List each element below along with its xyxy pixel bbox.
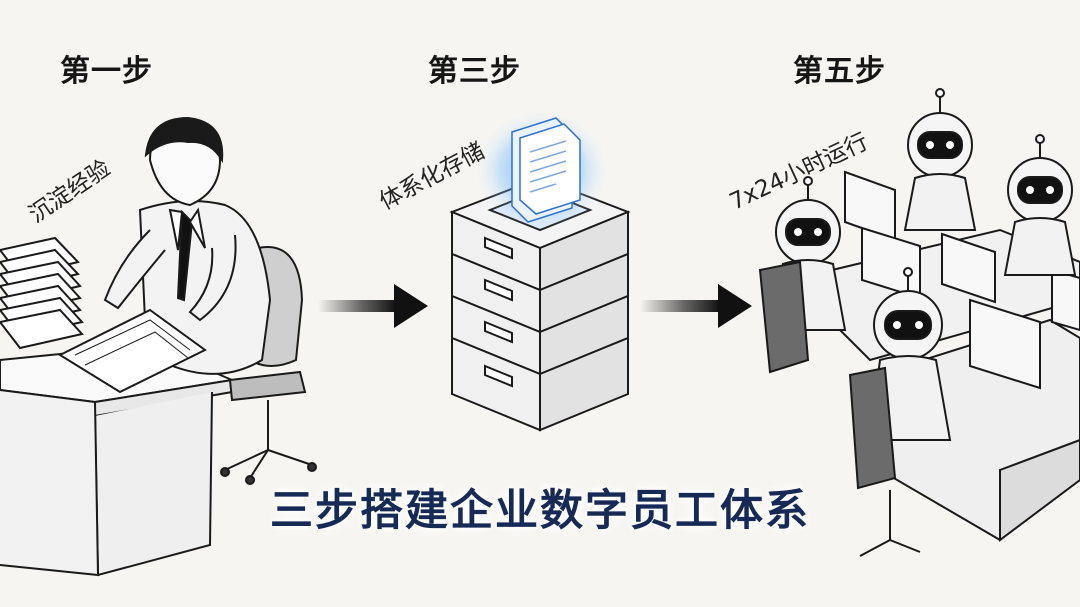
arrow-right-icon — [318, 284, 428, 328]
person-at-desk-icon — [0, 116, 317, 577]
robot-icon — [758, 176, 847, 374]
arrow-right-icon — [640, 284, 752, 328]
monitor-icon — [844, 170, 1080, 390]
step-3-heading: 第五步 — [793, 54, 886, 89]
glowing-document-icon — [472, 108, 612, 232]
robot-workers-icon — [758, 88, 1080, 557]
step-1-heading: 第一步 — [60, 54, 153, 89]
robot-icon — [1003, 134, 1077, 276]
step-2-heading: 第三步 — [428, 54, 521, 89]
robot-icon — [903, 88, 977, 231]
desk-icon — [0, 343, 236, 577]
robot-icon — [848, 267, 952, 557]
paper-stack-icon — [0, 236, 84, 350]
main-title: 三步搭建企业数字员工体系 — [270, 486, 810, 536]
